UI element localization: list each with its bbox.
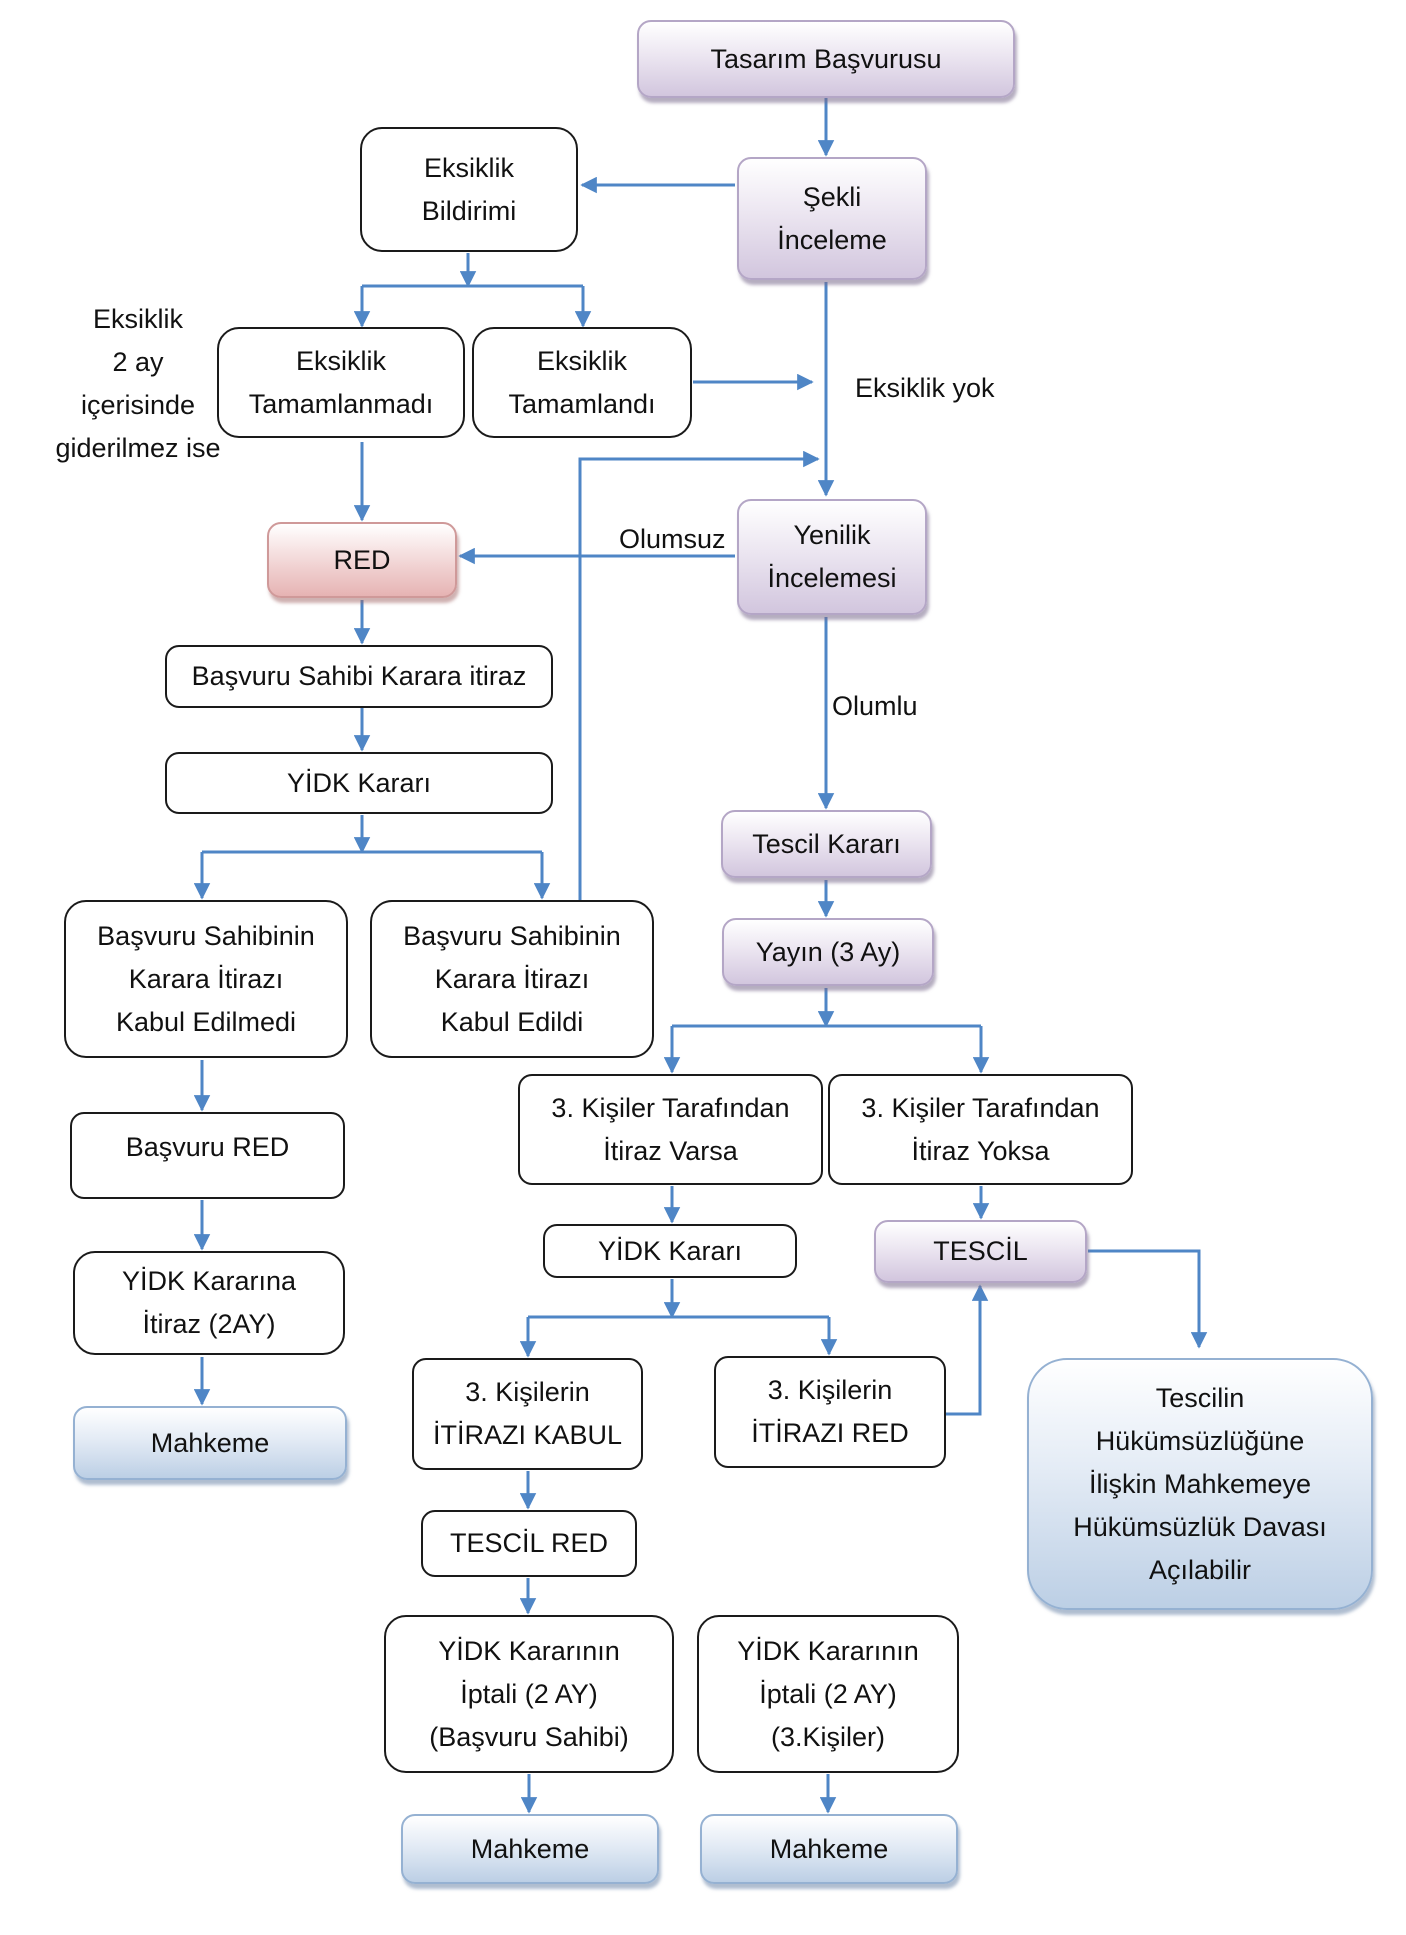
node-text: Yayın (3 Ay): [756, 931, 901, 974]
node-text: Hükümsüzlüğüne: [1096, 1420, 1305, 1463]
node-tescil-red[interactable]: TESCİL RED: [421, 1510, 637, 1577]
node-text: İnceleme: [777, 219, 887, 262]
node-itiraz-varsa[interactable]: 3. Kişiler Tarafından İtiraz Varsa: [518, 1074, 823, 1185]
node-text: 3. Kişilerin: [768, 1369, 893, 1412]
node-text: TESCİL RED: [450, 1522, 608, 1565]
node-itiraz-kabul-edildi[interactable]: Başvuru Sahibinin Karara İtirazı Kabul E…: [370, 900, 654, 1058]
node-eksiklik-tamamlandi[interactable]: Eksiklik Tamamlandı: [472, 327, 692, 438]
node-text: Başvuru Sahibinin: [97, 915, 315, 958]
node-text: İlişkin Mahkemeye: [1089, 1463, 1311, 1506]
node-text: Tamamlandı: [508, 383, 655, 426]
node-text: YİDK Kararı: [598, 1230, 742, 1273]
node-text: 3. Kişiler Tarafından: [861, 1087, 1099, 1130]
node-basvuru-sahibi-karara-itiraz[interactable]: Başvuru Sahibi Karara itiraz: [165, 645, 553, 708]
node-text: İTİRAZI RED: [751, 1412, 909, 1455]
node-iptal-3-kisiler[interactable]: YİDK Kararının İptali (2 AY) (3.Kişiler): [697, 1615, 959, 1773]
arrow-tescil-to-hukumsuzluk: [1088, 1251, 1199, 1347]
node-text: TESCİL: [933, 1230, 1028, 1273]
node-sekli-inceleme[interactable]: Şekli İnceleme: [737, 157, 927, 280]
node-mahkeme-3[interactable]: Mahkeme: [700, 1814, 958, 1884]
node-text: Başvuru Sahibi Karara itiraz: [192, 655, 527, 698]
node-text: 3. Kişiler Tarafından: [551, 1087, 789, 1130]
node-iptal-basvuru-sahibi[interactable]: YİDK Kararının İptali (2 AY) (Başvuru Sa…: [384, 1615, 674, 1773]
node-yidk-kararina-itiraz[interactable]: YİDK Kararına İtiraz (2AY): [73, 1251, 345, 1355]
label-eksiklik-2-ay: Eksiklik 2 ay içerisinde giderilmez ise: [48, 298, 228, 470]
node-text: Eksiklik: [537, 340, 627, 383]
node-text: İncelemesi: [767, 557, 896, 600]
label-line: 2 ay: [48, 341, 228, 384]
node-text: YİDK Kararının: [737, 1630, 919, 1673]
node-mahkeme-1[interactable]: Mahkeme: [73, 1406, 347, 1480]
label-olumsuz: Olumsuz: [619, 518, 726, 561]
node-text: Eksiklik: [424, 147, 514, 190]
node-itiraz-kabul-edilmedi[interactable]: Başvuru Sahibinin Karara İtirazı Kabul E…: [64, 900, 348, 1058]
node-text: İtiraz (2AY): [142, 1303, 275, 1346]
node-text: Tamamlanmadı: [249, 383, 434, 426]
node-text: Tasarım Başvurusu: [710, 38, 941, 81]
node-text: İptali (2 AY): [759, 1673, 897, 1716]
node-text: Tescilin: [1156, 1377, 1245, 1420]
node-mahkeme-2[interactable]: Mahkeme: [401, 1814, 659, 1884]
node-yidk-karari-1[interactable]: YİDK Kararı: [165, 752, 553, 814]
node-yayin[interactable]: Yayın (3 Ay): [722, 918, 934, 986]
node-tasarim-basvurusu[interactable]: Tasarım Başvurusu: [637, 20, 1015, 98]
node-text: İTİRAZI KABUL: [433, 1414, 622, 1457]
node-text: RED: [333, 539, 390, 582]
node-text: Mahkeme: [151, 1422, 270, 1465]
node-text: İtiraz Varsa: [603, 1130, 738, 1173]
label-olumlu: Olumlu: [832, 685, 918, 728]
arrow-itirazi-red-to-tescil: [946, 1286, 980, 1414]
node-text: Başvuru RED: [126, 1126, 290, 1169]
node-text: YİDK Kararının: [438, 1630, 620, 1673]
label-line: Eksiklik yok: [855, 367, 995, 410]
node-text: YİDK Kararı: [287, 762, 431, 805]
node-text: (3.Kişiler): [771, 1716, 885, 1759]
node-text: Eksiklik: [296, 340, 386, 383]
node-text: Yenilik: [793, 514, 870, 557]
label-eksiklik-yok: Eksiklik yok: [855, 367, 995, 410]
label-line: içerisinde: [48, 384, 228, 427]
node-hukumsuzluk-davasi[interactable]: Tescilin Hükümsüzlüğüne İlişkin Mahkemey…: [1027, 1358, 1373, 1610]
node-text: Tescil Kararı: [752, 823, 901, 866]
node-text: Karara İtirazı: [435, 958, 590, 1001]
node-text: Mahkeme: [770, 1828, 889, 1871]
node-text: Hükümsüzlük Davası: [1073, 1506, 1327, 1549]
node-red[interactable]: RED: [267, 522, 457, 598]
node-yidk-karari-2[interactable]: YİDK Kararı: [543, 1224, 797, 1278]
node-basvuru-red[interactable]: Başvuru RED: [70, 1112, 345, 1199]
node-text: Bildirimi: [422, 190, 517, 233]
label-line: Eksiklik: [48, 298, 228, 341]
node-text: İtiraz Yoksa: [911, 1130, 1049, 1173]
label-line: Olumlu: [832, 685, 918, 728]
label-line: Olumsuz: [619, 518, 726, 561]
node-text: YİDK Kararına: [122, 1260, 296, 1303]
node-text: Başvuru Sahibinin: [403, 915, 621, 958]
node-text: Mahkeme: [471, 1828, 590, 1871]
node-text: (Başvuru Sahibi): [429, 1716, 629, 1759]
node-yenilik-incelemesi[interactable]: Yenilik İncelemesi: [737, 499, 927, 615]
node-text: Karara İtirazı: [129, 958, 284, 1001]
node-eksiklik-bildirimi[interactable]: Eksiklik Bildirimi: [360, 127, 578, 252]
node-eksiklik-tamamlanmadi[interactable]: Eksiklik Tamamlanmadı: [217, 327, 465, 438]
node-text: Kabul Edildi: [441, 1001, 584, 1044]
node-text: Kabul Edilmedi: [116, 1001, 296, 1044]
node-text: Açılabilir: [1149, 1549, 1251, 1592]
node-itirazi-kabul[interactable]: 3. Kişilerin İTİRAZI KABUL: [412, 1358, 643, 1470]
node-text: 3. Kişilerin: [465, 1371, 590, 1414]
node-tescil[interactable]: TESCİL: [874, 1220, 1087, 1283]
node-text: Şekli: [803, 176, 862, 219]
node-itiraz-yoksa[interactable]: 3. Kişiler Tarafından İtiraz Yoksa: [828, 1074, 1133, 1185]
node-text: İptali (2 AY): [460, 1673, 598, 1716]
label-line: giderilmez ise: [48, 427, 228, 470]
node-tescil-karari[interactable]: Tescil Kararı: [721, 810, 932, 878]
node-itirazi-red[interactable]: 3. Kişilerin İTİRAZI RED: [714, 1356, 946, 1468]
